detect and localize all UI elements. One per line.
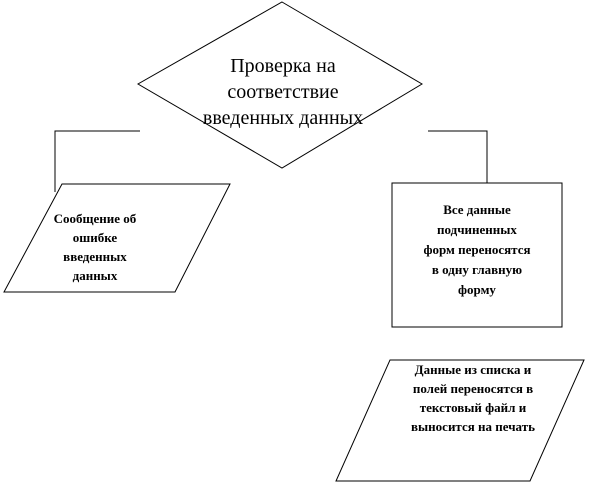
decision-label-line: соответствие [227, 81, 339, 103]
process-label: Все данные подчиненных форм переносятся … [392, 200, 562, 300]
output-label-line: выносится на печать [411, 419, 535, 434]
output-label-line: текстовый файл и [419, 400, 527, 415]
process-label-line: подчиненных [437, 222, 517, 237]
output-label-line: Данные из списка и [414, 362, 532, 377]
decision-label-line: введенных данных [202, 107, 364, 129]
error-message-label: Сообщение об ошибке введенных данных [42, 206, 148, 288]
output-label-line: полей переносятся в [412, 381, 534, 396]
process-label-line: форму [458, 282, 496, 297]
output-label: Данные из списка и полей переносятся в т… [382, 358, 564, 438]
connector-left-branch [54, 130, 140, 192]
error-message-label-line: данных [72, 268, 118, 283]
decision-label-line: Проверка на [230, 55, 336, 77]
connector-right-branch [428, 130, 488, 183]
process-label-line: форм переносятся [423, 242, 531, 257]
process-label-line: Все данные [443, 202, 511, 217]
error-message-label-line: введенных [63, 249, 127, 264]
error-message-label-line: Сообщение об [53, 211, 137, 226]
error-message-parallelogram [3, 183, 231, 293]
decision-label: Проверка на соответствие введенных данны… [188, 52, 378, 132]
error-message-label-line: ошибке [72, 230, 118, 245]
decision-diamond [136, 1, 423, 169]
process-label-line: в одну главную [431, 262, 523, 277]
output-parallelogram [335, 359, 585, 482]
process-rectangle [391, 182, 563, 328]
